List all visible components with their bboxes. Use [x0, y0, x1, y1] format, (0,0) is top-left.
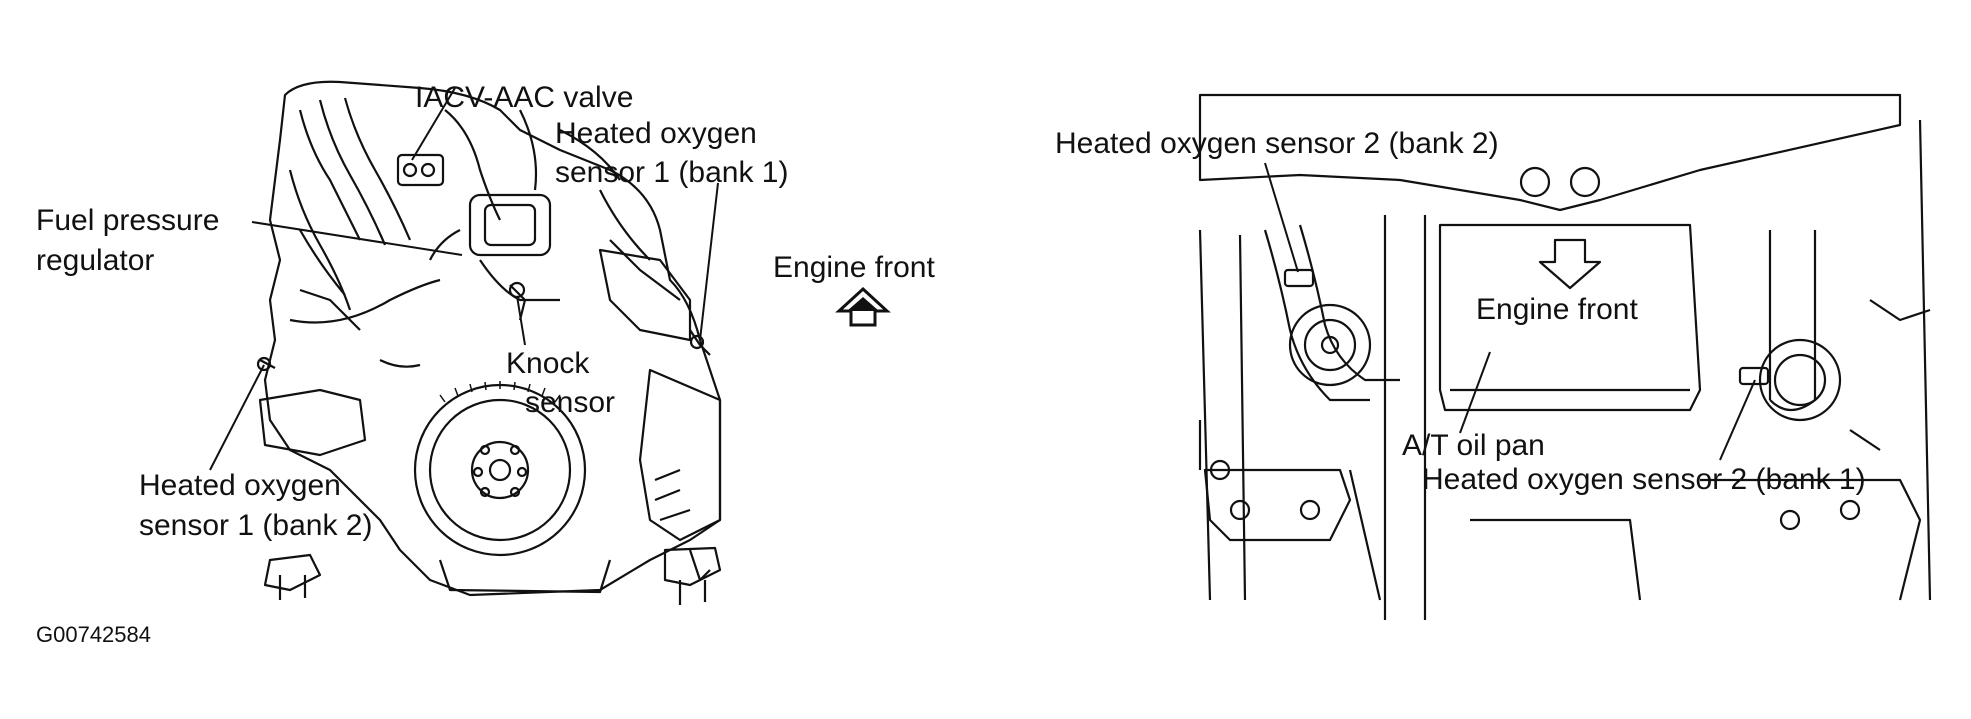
label-iacv-aac-valve: IACV-AAC valve [415, 81, 634, 114]
label-knock-sensor-line1: Knock [506, 347, 590, 380]
label-heated-o2-sensor-2-bank2: Heated oxygen sensor 2 (bank 2) [1055, 127, 1499, 160]
label-heated-o2-sensor-1-bank2-line2: sensor 1 (bank 2) [139, 509, 373, 542]
label-heated-o2-sensor-2-bank1: Heated oxygen sensor 2 (bank 1) [1422, 463, 1866, 496]
label-heated-o2-sensor-1-bank2-line1: Heated oxygen [139, 469, 341, 502]
label-fuel-pressure-regulator-line1: Fuel pressure [36, 204, 220, 237]
label-knock-sensor-line2: sensor [525, 386, 616, 419]
label-heated-o2-sensor-1-bank1-line2: sensor 1 (bank 1) [555, 156, 789, 189]
label-engine-front-center: Engine front [773, 251, 935, 284]
label-fuel-pressure-regulator-line2: regulator [36, 244, 155, 277]
figure-id: G00742584 [36, 622, 151, 647]
label-heated-o2-sensor-1-bank1-line1: Heated oxygen [555, 117, 757, 150]
engine-front-arrow-icon [835, 286, 891, 327]
label-at-oil-pan: A/T oil pan [1402, 429, 1545, 462]
label-engine-front-right: Engine front [1476, 293, 1638, 326]
